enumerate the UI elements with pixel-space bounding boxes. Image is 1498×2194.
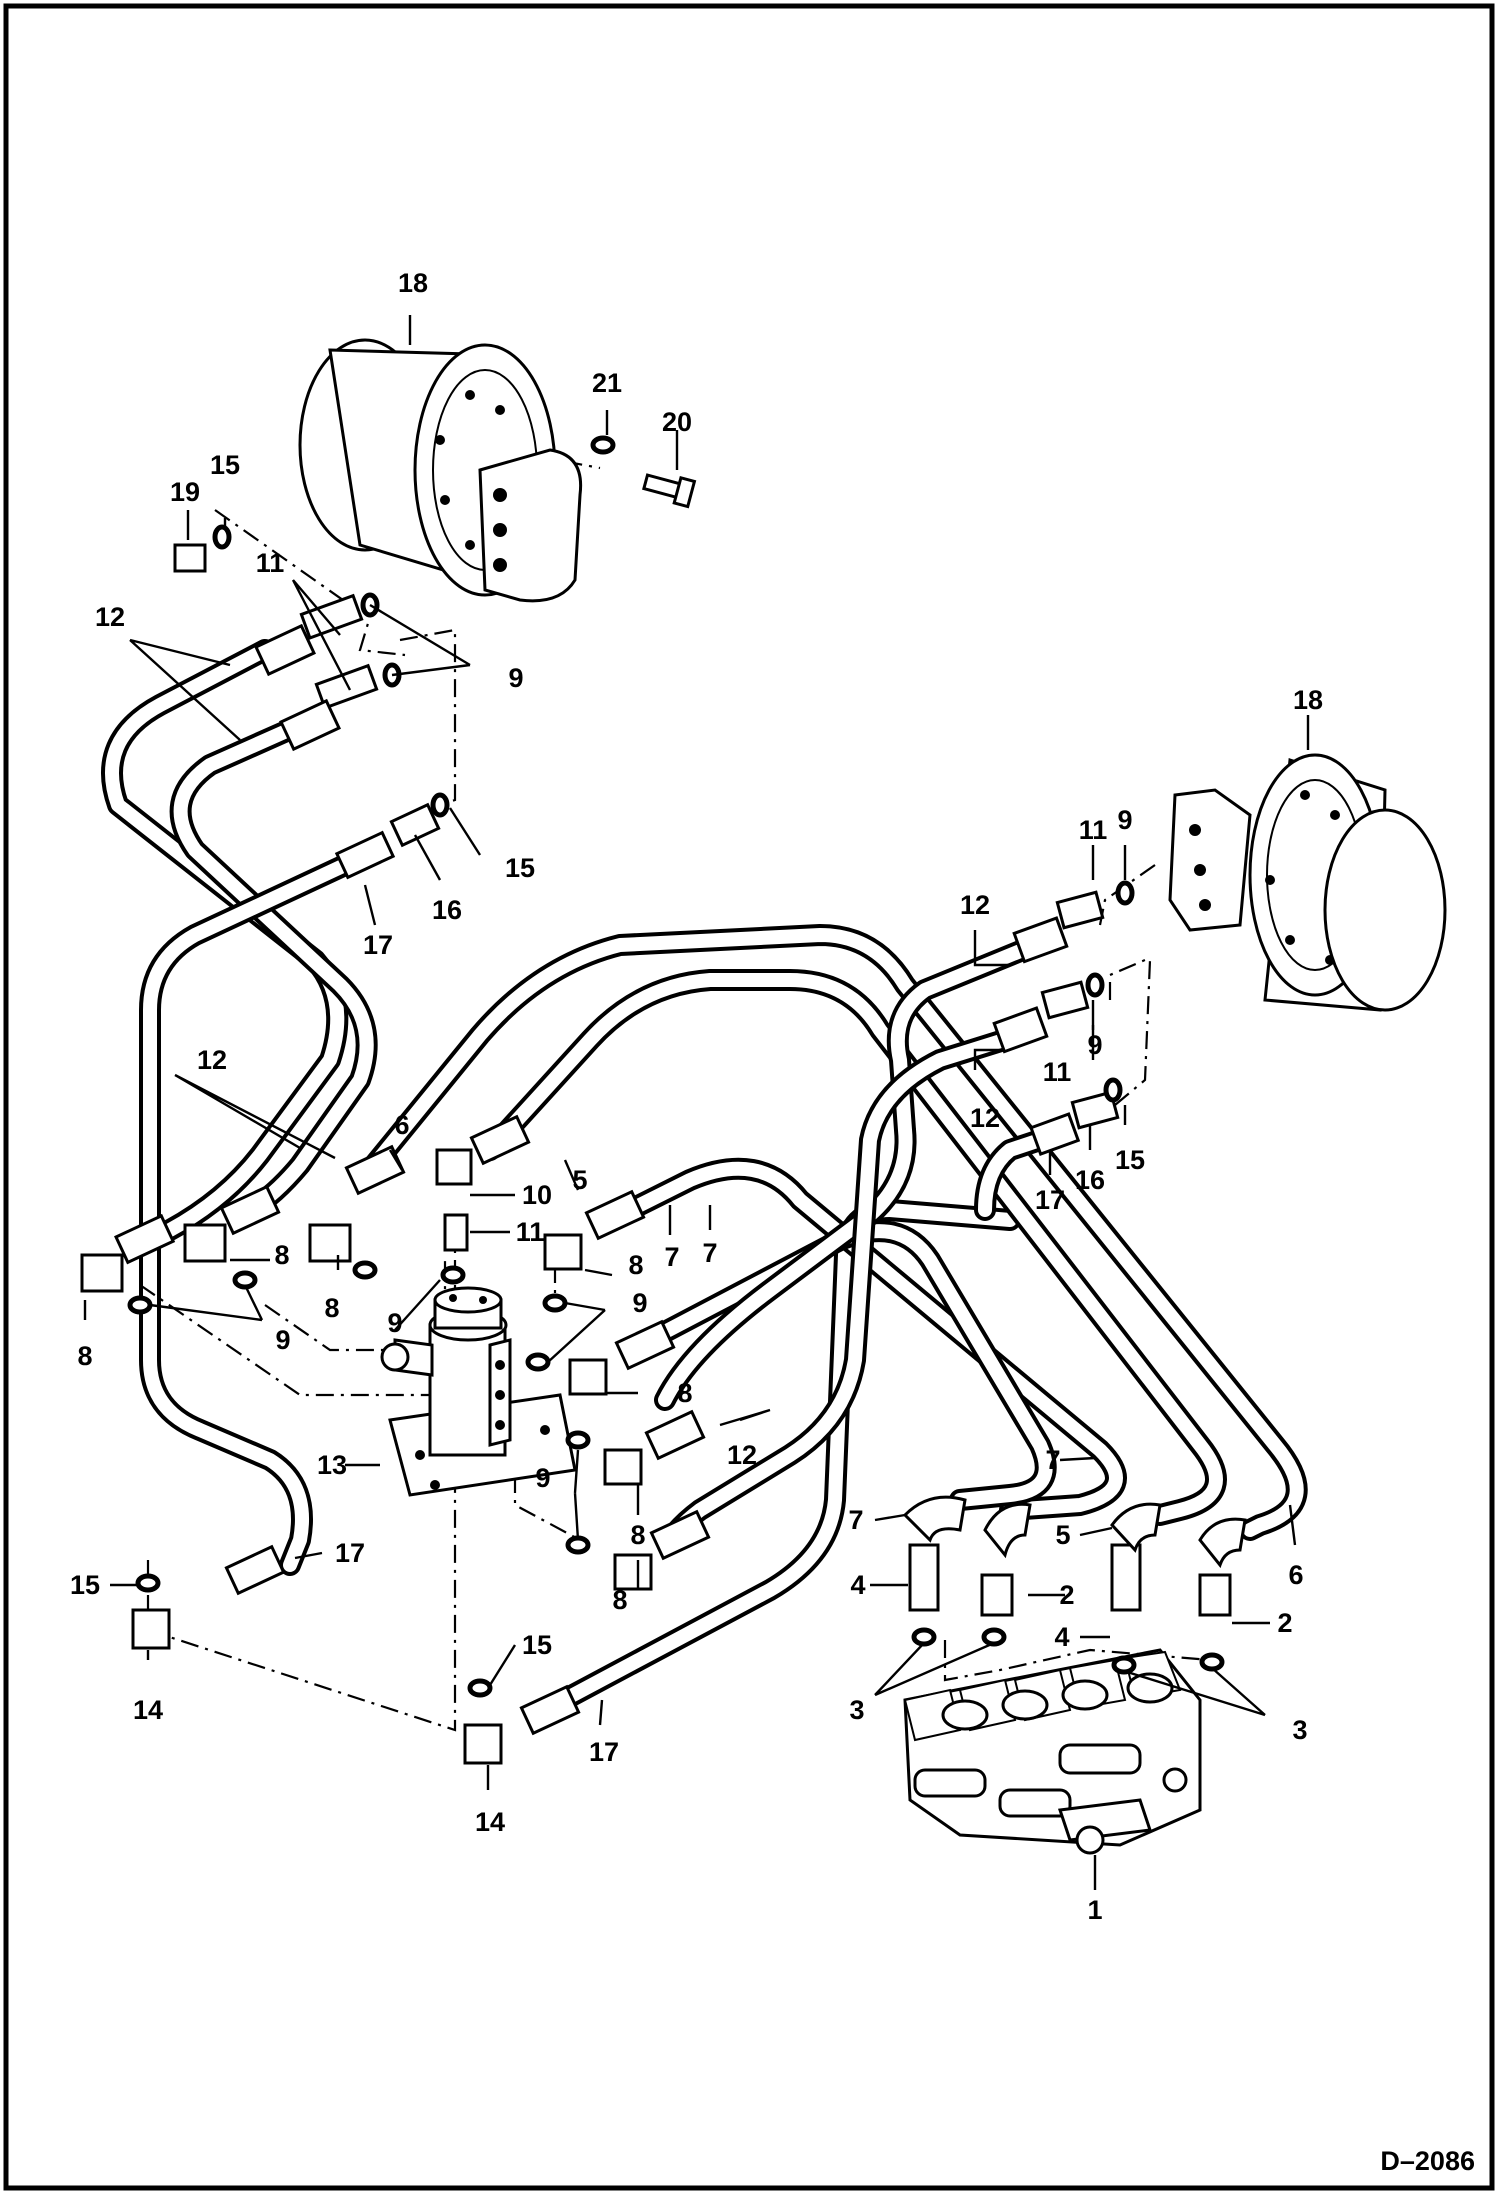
callout-17-swivel: 17 <box>335 1538 365 1568</box>
callout-15-lower-mid: 15 <box>522 1630 552 1660</box>
callout-12-top-left: 12 <box>95 602 125 632</box>
callout-8-d: 8 <box>77 1341 92 1371</box>
callout-12-mid-left: 12 <box>197 1045 227 1075</box>
callout-9-right-mid: 9 <box>1087 1030 1102 1060</box>
callout-16-left: 16 <box>432 895 462 925</box>
callout-8-b: 8 <box>324 1293 339 1323</box>
hose-group <box>101 639 1308 1721</box>
callout-18-right: 18 <box>1293 685 1323 715</box>
callout-11-right-top: 11 <box>1079 815 1108 845</box>
callout-19: 19 <box>170 477 200 507</box>
callout-11-top-left: 11 <box>256 548 285 578</box>
callout-17-right: 17 <box>1035 1185 1065 1215</box>
callout-9-swivel-center: 9 <box>387 1308 402 1338</box>
callout-9-right-top: 9 <box>1117 805 1132 835</box>
callout-11-right-mid: 11 <box>1043 1057 1072 1087</box>
leader-lines <box>83 315 1310 1890</box>
swivel-joint <box>380 1286 577 1497</box>
callout-12-swivel: 12 <box>727 1440 757 1470</box>
callout-3-right: 3 <box>1292 1715 1307 1745</box>
callout-2-valve-a: 2 <box>1059 1580 1074 1610</box>
callout-6-swivel: 6 <box>394 1110 409 1140</box>
callout-9-top-left: 9 <box>508 663 523 693</box>
control-valve <box>903 1648 1202 1855</box>
diagram-border <box>3 3 1495 2191</box>
callout-18-left: 18 <box>398 268 428 298</box>
callout-12-right-top: 12 <box>960 890 990 920</box>
callout-11-swivel: 11 <box>516 1217 545 1247</box>
drawing-code: D–2086 <box>1380 2146 1475 2176</box>
callout-16-right: 16 <box>1075 1165 1105 1195</box>
callout-9-swivel-low: 9 <box>535 1463 550 1493</box>
callout-8-f: 8 <box>630 1520 645 1550</box>
callout-8-c: 8 <box>628 1250 643 1280</box>
callout-15-lower-left: 15 <box>70 1570 100 1600</box>
callout-8-g: 8 <box>612 1585 627 1615</box>
callout-17-lower: 17 <box>589 1737 619 1767</box>
callout-7-valve-a: 7 <box>1045 1445 1060 1475</box>
callout-7-valve-b: 7 <box>848 1505 863 1535</box>
callout-15-right: 15 <box>1115 1145 1145 1175</box>
callout-4-valve-b: 4 <box>1054 1622 1069 1652</box>
callout-12-right-mid: 12 <box>970 1103 1000 1133</box>
callout-1: 1 <box>1087 1895 1102 1925</box>
callout-8-e: 8 <box>677 1378 692 1408</box>
callout-labels: 18 21 20 19 15 11 9 12 15 16 17 18 11 9 … <box>70 268 1323 1925</box>
callout-9-swivel-left: 9 <box>275 1325 290 1355</box>
fittings <box>80 473 1247 1765</box>
callout-2-valve-b: 2 <box>1277 1608 1292 1638</box>
callout-4-valve-a: 4 <box>850 1570 865 1600</box>
callout-14-left: 14 <box>133 1695 163 1725</box>
callout-10: 10 <box>522 1180 552 1210</box>
callout-20: 20 <box>662 407 692 437</box>
callout-5-swivel: 5 <box>572 1165 587 1195</box>
callout-13: 13 <box>317 1450 347 1480</box>
callout-7-swivel-a: 7 <box>664 1242 679 1272</box>
travel-motor-right <box>1168 753 1447 1012</box>
callout-15-top: 15 <box>210 450 240 480</box>
callout-7-swivel-b: 7 <box>702 1238 717 1268</box>
callout-15-left-motor: 15 <box>505 853 535 883</box>
callout-6-valve: 6 <box>1288 1560 1303 1590</box>
travel-motor-left <box>298 338 583 603</box>
callout-17-left: 17 <box>363 930 393 960</box>
callout-8-a: 8 <box>274 1240 289 1270</box>
callout-9-swivel-right: 9 <box>632 1288 647 1318</box>
callout-3-left: 3 <box>849 1695 864 1725</box>
callout-14-lower: 14 <box>475 1807 505 1837</box>
callout-5-valve: 5 <box>1055 1520 1070 1550</box>
callout-21: 21 <box>592 368 622 398</box>
